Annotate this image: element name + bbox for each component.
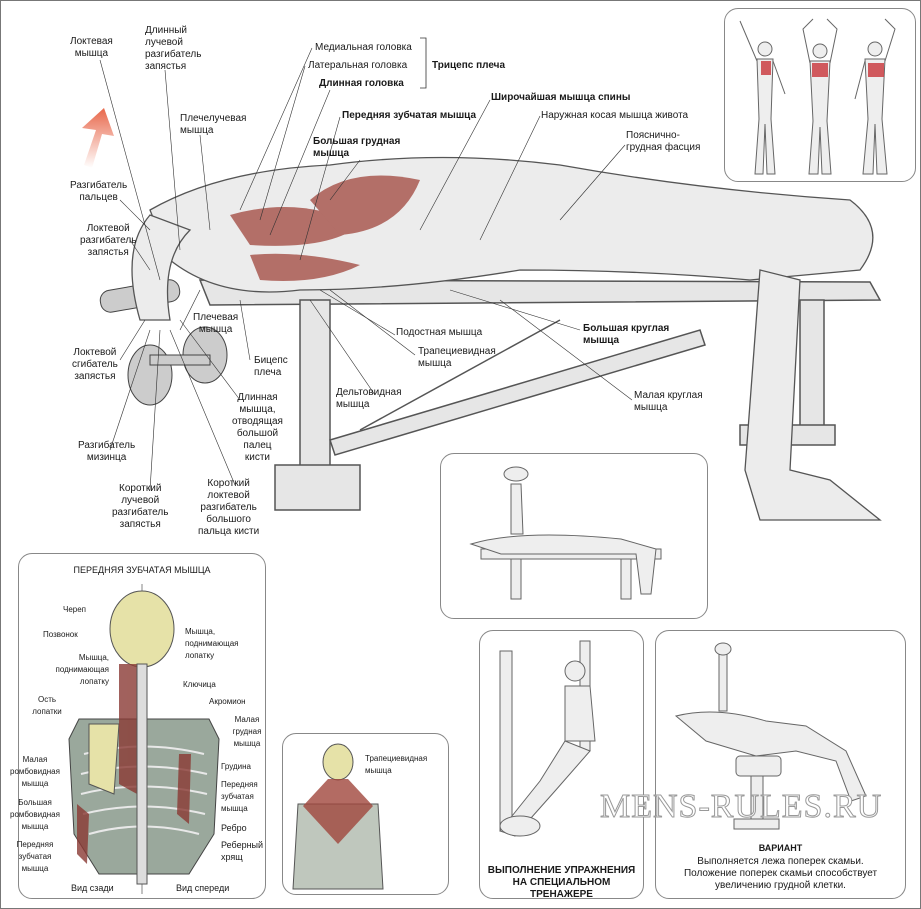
label-ecr-brevis: Короткий лучевой разгибатель запястья xyxy=(112,483,169,530)
label-lateral-head: Латеральная головка xyxy=(308,60,408,71)
variant-panel: ВАРИАНТ Выполняется лежа поперек скамьи.… xyxy=(655,630,906,899)
label-latissimus: Широчайшая мышца спины xyxy=(491,92,631,103)
bench-exercise-panel xyxy=(440,453,708,619)
label-deltoid: Дельтовидная мышца xyxy=(336,387,402,410)
label-back-view: Вид сзади xyxy=(71,883,114,893)
label-ecr-longus: Длинный лучевой разгибатель запястья xyxy=(145,25,202,72)
label-serratus-back: Передняя зубчатая мышца xyxy=(16,840,54,873)
variant-description: Выполняется лежа поперек скамьи. Положен… xyxy=(683,856,878,891)
label-costal-cartilage: Реберный хрящ xyxy=(221,840,264,862)
skeleton-panel: ПЕРЕДНЯЯ ЗУБЧАТАЯ МЫШЦА Череп Позвонок М… xyxy=(10,553,266,899)
label-external-oblique: Наружная косая мышца живота xyxy=(541,110,689,121)
label-epb: Короткий локтевой разгибатель большого п… xyxy=(198,478,260,537)
label-front-view: Вид спереди xyxy=(176,883,230,893)
watermark: MENS-RULES.RU xyxy=(599,788,883,826)
label-scapular-spine: Ость лопатки xyxy=(32,695,62,716)
label-rib: Ребро xyxy=(221,823,247,833)
label-ulnar-muscle: Локтевая мышца xyxy=(70,36,113,59)
label-extensor-digiti-minimi: Разгибатель мизинца xyxy=(78,440,136,463)
label-pectoralis-minor: Малая грудная мышца xyxy=(232,715,262,748)
label-rhomboid-major: Большая ромбовидная мышца xyxy=(10,798,60,831)
label-clavicle: Ключица xyxy=(183,680,216,689)
label-teres-major: Большая круглая мышца xyxy=(583,323,670,346)
label-teres-minor: Малая круглая мышца xyxy=(634,390,703,413)
label-serratus-front: Передняя зубчатая мышца xyxy=(221,780,258,813)
label-levator-scapulae-back: Мышца, поднимающая лопатку xyxy=(55,653,109,686)
label-infraspinatus: Подостная мышца xyxy=(396,327,483,338)
variant-illustration xyxy=(674,642,867,830)
label-pectoralis-major: Большая грудная мышца xyxy=(313,136,401,159)
machine-illustration xyxy=(499,640,596,837)
label-serratus-anterior: Передняя зубчатая мышца xyxy=(342,110,477,121)
three-poses-illustration xyxy=(739,18,896,175)
label-thoracolumbar-fascia: Пояснично- грудная фасция xyxy=(626,130,701,153)
machine-panel: ВЫПОЛНЕНИЕ УПРАЖНЕНИЯ НА СПЕЦИАЛЬНОМ ТРЕ… xyxy=(479,630,644,900)
poses-panel xyxy=(724,8,916,182)
machine-caption: ВЫПОЛНЕНИЕ УПРАЖНЕНИЯ НА СПЕЦИАЛЬНОМ ТРЕ… xyxy=(487,865,636,900)
label-biceps: Бицепс плеча xyxy=(254,355,288,378)
label-medial-head: Медиальная головка xyxy=(315,42,412,53)
skeleton-panel-title: ПЕРЕДНЯЯ ЗУБЧАТАЯ МЫШЦА xyxy=(73,565,211,575)
label-ecu: Локтевой разгибатель запястья xyxy=(80,223,137,258)
direction-arrow-icon xyxy=(82,108,114,168)
label-extensor-digitorum: Разгибатель пальцев xyxy=(70,180,128,203)
skeleton-illustration xyxy=(68,584,220,894)
label-vertebra: Позвонок xyxy=(43,630,78,639)
label-skull: Череп xyxy=(63,605,87,614)
label-trapezius-small: Трапециевидная мышца xyxy=(365,754,428,775)
back-illustration xyxy=(292,743,384,890)
label-rhomboid-minor: Малая ромбовидная мышца xyxy=(10,755,60,788)
label-levator-scapulae-front: Мышца, поднимающая лопатку xyxy=(185,627,239,660)
bench-exercise-illustration xyxy=(469,466,662,600)
label-sternum: Грудина xyxy=(221,762,251,771)
label-fcu: Локтевой сгибатель запястья xyxy=(72,347,118,382)
label-brachialis: Плечевая мышца xyxy=(193,312,239,335)
variant-title: ВАРИАНТ xyxy=(758,843,803,853)
label-long-head: Длинная головка xyxy=(319,78,404,89)
label-abductor-pollicis-longus: Длинная мышца, отводящая большой палец к… xyxy=(232,392,283,463)
label-acromion: Акромион xyxy=(209,697,246,706)
leader-lines xyxy=(99,47,633,491)
label-triceps: Трицепс плеча xyxy=(432,60,506,71)
trapezius-panel: Трапециевидная мышца xyxy=(282,733,449,895)
label-brachioradialis: Плечелучевая мышца xyxy=(180,113,247,136)
label-trapezius: Трапециевидная мышца xyxy=(418,346,496,369)
